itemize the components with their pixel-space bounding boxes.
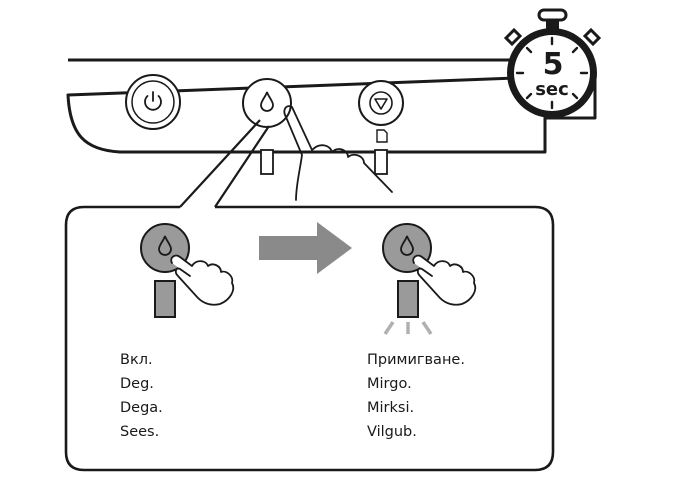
callout-box xyxy=(64,205,555,472)
state-after-line-3: Mirksi. xyxy=(367,400,415,416)
ink-button xyxy=(242,78,292,175)
pressing-hand xyxy=(283,105,393,201)
stop-button xyxy=(358,80,404,175)
power-icon xyxy=(144,91,162,111)
paper-icon xyxy=(376,129,388,143)
state-after-line-2: Mirgo. xyxy=(367,376,412,392)
state-after-line-1: Примигване. xyxy=(367,352,465,368)
transition-arrow xyxy=(259,222,352,274)
ink-button-on-state xyxy=(140,223,235,318)
ink-light-on xyxy=(154,280,176,318)
state-before-line-3: Dega. xyxy=(120,400,163,416)
blink-rays xyxy=(383,321,433,335)
state-before-line-4: Sees. xyxy=(120,424,160,440)
zoom-pointer xyxy=(179,119,270,208)
ink-light-blinking xyxy=(397,280,419,318)
stop-icon xyxy=(374,98,388,110)
pointing-hand xyxy=(170,254,235,306)
stopwatch-icon: 5 sec xyxy=(503,8,602,118)
timer-value: 5 xyxy=(543,47,564,82)
state-before-line-2: Deg. xyxy=(120,376,154,392)
control-panel-outline xyxy=(66,58,597,154)
ink-button-blink-state xyxy=(382,223,477,335)
state-before-line-1: Вкл. xyxy=(120,352,153,368)
power-button xyxy=(125,74,181,130)
timer-unit: sec xyxy=(535,79,569,100)
state-after-line-4: Vilgub. xyxy=(367,424,417,440)
pointing-hand xyxy=(412,254,477,306)
